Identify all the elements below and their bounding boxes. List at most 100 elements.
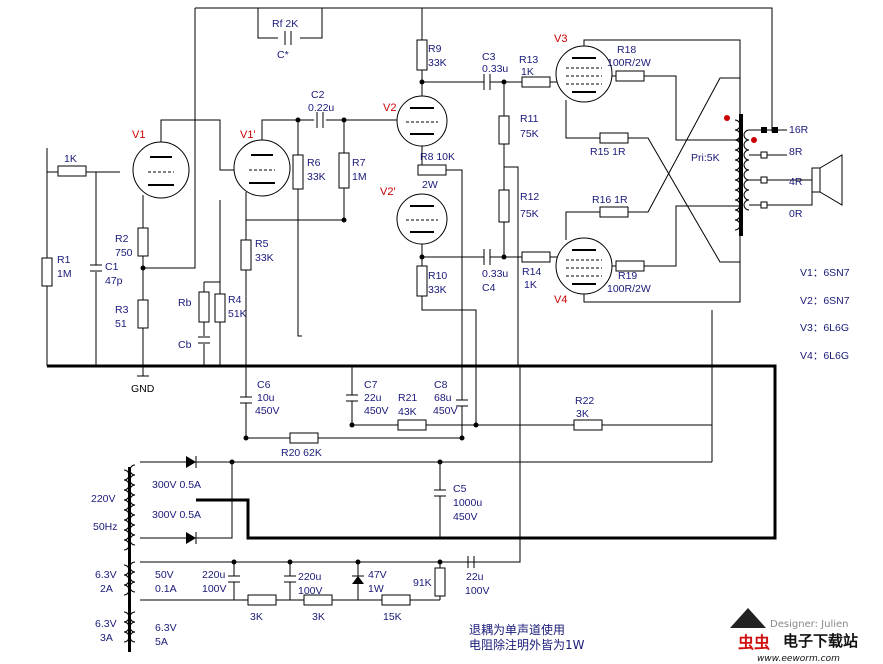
c7-label: C7 [364, 379, 378, 391]
zener-47v: 47V [368, 569, 387, 581]
r4-label: R4 [228, 294, 242, 306]
r20 [289, 432, 319, 444]
r5-label: R5 [255, 238, 269, 250]
c3-label: C3 [482, 51, 496, 63]
r9-value: 33K [428, 57, 447, 69]
r2-value: 750 [115, 247, 133, 259]
c6-value: 10u [257, 392, 275, 404]
eeworm-logo: 虫虫 [730, 608, 770, 652]
tube-v2-prime [396, 193, 448, 245]
r10 [416, 265, 428, 297]
r-3k-a [247, 594, 277, 606]
cstar-label: C* [277, 49, 289, 61]
r6 [292, 154, 304, 190]
output-transformer [724, 114, 757, 236]
sec-50v: 50V [155, 569, 174, 581]
r11-value: 75K [520, 128, 539, 140]
c5-value: 1000u [453, 497, 482, 509]
tr-220v: 220V [91, 493, 116, 505]
tr-2a: 2A [100, 583, 113, 595]
r16-label: R16 1R [592, 194, 628, 206]
r4 [214, 293, 226, 323]
r12-value: 75K [520, 208, 539, 220]
pri-label: Pri:5K [691, 152, 720, 164]
c6-label: C6 [257, 379, 271, 391]
r21-label: R21 [398, 392, 417, 404]
ground-bus [47, 364, 777, 540]
tap-8r: 8R [789, 146, 803, 158]
note-line2: 电阻除注明外皆为1W [469, 637, 585, 652]
r19-value: 100R/2W [607, 283, 651, 295]
rb-label: Rb [178, 297, 192, 309]
c7-value: 22u [364, 392, 382, 404]
r3-value: 51 [115, 318, 127, 330]
r19-label: R19 [618, 270, 637, 282]
r7 [338, 152, 350, 189]
r2-label: R2 [115, 233, 129, 245]
tube-list-v4: V4：6L6G [800, 350, 849, 362]
brand-url: www.eeworm.com [757, 654, 840, 664]
r6-label: R6 [307, 157, 321, 169]
r18-label: R18 [617, 44, 636, 56]
r1k-label: 1K [64, 153, 77, 165]
r1-value: 1M [57, 268, 72, 280]
r13-value: 1K [521, 66, 534, 78]
c5-label: C5 [453, 483, 467, 495]
tr-63b: 6.3V [95, 618, 117, 630]
tap-4r: 4R [789, 176, 803, 188]
c22u-label: 22u [466, 571, 484, 583]
c3-value: 0.33u [482, 63, 508, 75]
rb [198, 291, 210, 323]
v1p-label: V1' [240, 129, 256, 141]
sec-300b: 300V 0.5A [152, 509, 201, 521]
r22 [573, 419, 603, 431]
r22-value: 3K [576, 408, 589, 420]
r14-label: R14 [522, 266, 541, 278]
c22u-volt: 100V [465, 585, 490, 597]
tr-3a: 3A [100, 632, 113, 644]
r-91k [434, 567, 446, 597]
r16 [599, 206, 629, 218]
r3-label: R3 [115, 304, 129, 316]
logo-text: 虫虫 [738, 633, 770, 652]
c8-value: 68u [434, 392, 452, 404]
tube-list-v3: V3：6L6G [800, 322, 849, 334]
r11-label: R11 [520, 113, 539, 125]
c2-value: 0.22u [308, 102, 334, 114]
cb-label: Cb [178, 339, 192, 351]
r1 [41, 257, 53, 287]
v4-label: V4 [554, 294, 567, 306]
tube-v1-prime [233, 139, 291, 197]
r3ka-label: 3K [250, 611, 263, 623]
r12-label: R12 [520, 191, 539, 203]
sec-01a: 0.1A [155, 583, 177, 595]
v2-label: V2 [383, 102, 396, 114]
tube-v2 [396, 95, 448, 147]
r3kb-label: 3K [312, 611, 325, 623]
r19 [615, 260, 645, 272]
r2 [137, 227, 149, 257]
c7-volt: 450V [364, 405, 389, 417]
feedback-down [143, 8, 196, 269]
r8 [417, 164, 447, 176]
r-15k [381, 594, 411, 606]
c220b-label: 220u [298, 571, 322, 583]
r15-label: R15 1R [590, 146, 626, 158]
r20-label: R20 62K [281, 447, 322, 459]
c1-label: C1 [105, 261, 119, 273]
note-line1: 退耦为单声道使用 [469, 622, 565, 637]
v3-label: V3 [554, 33, 567, 45]
designer-note: Designer: Julien [770, 619, 849, 630]
r1-label: R1 [57, 254, 71, 266]
c2-label: C2 [311, 89, 325, 101]
r10-value: 33K [428, 284, 447, 296]
r8-label: R8 10K [420, 151, 455, 163]
r8-watt: 2W [422, 179, 438, 191]
tube-v1 [132, 141, 190, 199]
r22-label: R22 [575, 395, 594, 407]
speaker-icon [811, 154, 843, 206]
v1-label: V1 [132, 129, 145, 141]
tube-v3 [555, 45, 613, 103]
brand-text: 电子下载站 [783, 632, 858, 650]
